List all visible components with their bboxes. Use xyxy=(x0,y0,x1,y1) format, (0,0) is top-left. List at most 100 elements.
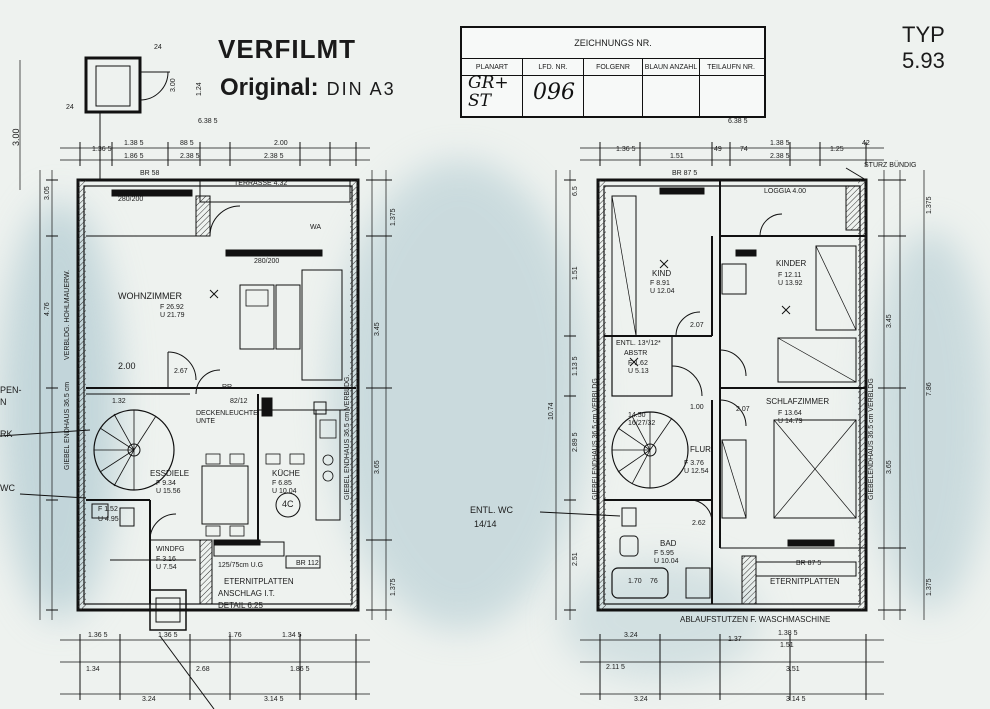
room-perimeter-wc: U 4.95 xyxy=(98,516,119,523)
label-right-wall-right: GIEBELENDHAUS 36.5 cm VERBLDG xyxy=(868,378,875,500)
room-name-flur: FLUR xyxy=(690,445,711,454)
dim-left-top-3: 2.00 xyxy=(274,140,288,147)
dim-right-bottom-5: 2.11 5 xyxy=(606,664,625,671)
dim-right-top-0: 6.38 5 xyxy=(728,118,748,125)
drawing-number-box: ZEICHNUNGS NR. PLANART LFD. NR. FOLGENR … xyxy=(460,26,766,118)
room-name-kueche: KÜCHE xyxy=(272,469,301,478)
upper-spiral-staircase xyxy=(611,411,689,489)
room-perimeter-flur: U 12.54 xyxy=(684,468,709,475)
dim-right-side-10: 6.5 xyxy=(572,186,579,196)
dim-left-bottom-8: 3.14 5 xyxy=(264,696,284,703)
dim-left-top-9: 3.00 xyxy=(170,78,177,92)
dim-right-bottom-3: 1.51 xyxy=(780,642,794,649)
label-wa: WA xyxy=(310,224,322,231)
dim-left-bottom-5: 2.68 xyxy=(196,666,210,673)
room-name-kind: KIND xyxy=(652,269,672,278)
room-perimeter-wohnzimmer: U 21.79 xyxy=(160,312,185,319)
dim-left-side-6: 1.375 xyxy=(390,208,397,226)
room-area-wohnzimmer: F 26.92 xyxy=(160,304,184,311)
dim-left-top-5: 1.86 5 xyxy=(124,153,144,160)
type-label: TYP 5.93 xyxy=(902,22,945,74)
column-teilaufn: TEILAUFN NR. xyxy=(707,63,755,71)
room-area-bad: F 5.95 xyxy=(654,550,674,557)
side-label-rk: RK xyxy=(0,429,13,439)
dim-left-bottom-6: 1.86 5 xyxy=(290,666,310,673)
room-name-schlafzimmer: SCHLAFZIMMER xyxy=(766,397,830,406)
room-perimeter-kueche: U 10.04 xyxy=(272,488,297,495)
label-stair-upper: 14.50 16/27/32 xyxy=(628,412,656,427)
room-area-wc: F 1.52 xyxy=(98,506,118,513)
room-area-essdiele: F 9.34 xyxy=(156,480,176,487)
dim-right-bottom-0: 3.24 xyxy=(624,632,638,639)
label-loggia: LOGGIA 4.00 xyxy=(764,188,807,195)
label-right-wall: GIEBEL ENDHAUS 36.5 cm VERBLDG. xyxy=(344,374,351,500)
dim-left-side-2: 2.67 xyxy=(174,368,188,375)
dim-right-side-9: 10.74 xyxy=(548,402,555,420)
room-area-windfang: F 3.16 xyxy=(156,556,176,563)
original-size: DIN A3 xyxy=(326,79,396,99)
room-perimeter-bad: U 10.04 xyxy=(654,558,679,565)
dim-left-top-6: 2.38 5 xyxy=(180,153,200,160)
room-perimeter-kind: U 12.04 xyxy=(650,288,675,295)
label-circle-marker: 4C xyxy=(282,499,294,509)
dim-right-top-7: 1.25 xyxy=(830,146,844,153)
ground-floor-plan xyxy=(0,56,392,709)
dim-right-top-3: 49 xyxy=(714,146,722,153)
label-br-top: BR 58 xyxy=(140,170,160,177)
lfd-nr-value: 096 xyxy=(533,80,575,105)
planart-value: GR+ ST xyxy=(468,73,509,111)
room-area-kind: F 8.91 xyxy=(650,280,670,287)
dim-right-side-1: 2.51 xyxy=(572,552,579,566)
label-m2: 82/12 xyxy=(230,398,248,405)
room-perimeter-schlafzimmer: U 14.79 xyxy=(778,418,803,425)
dim-left-bottom-4: 1.34 xyxy=(86,666,100,673)
dim-right-top-2: 1.51 xyxy=(670,153,684,160)
dim-left-side-1: 2.00 xyxy=(118,361,136,371)
label-sturz: STURZ BÜNDIG xyxy=(864,162,917,169)
type-label-line2: 5.93 xyxy=(902,48,945,73)
room-area-flur: F 3.76 xyxy=(684,460,704,467)
dim-right-top-5: 1.38 5 xyxy=(770,140,790,147)
room-perimeter-windfang: U 7.54 xyxy=(156,564,177,571)
dim-left-bottom-0: 1.36 5 xyxy=(88,632,108,639)
label-anschlag: ANSCHLAG I.T. xyxy=(218,589,275,598)
drawing-number-header: ZEICHNUNGS NR. xyxy=(462,28,764,59)
label-br-bottom-right: BR 87 5 xyxy=(796,560,822,567)
dim-left-side-7: 1.375 xyxy=(390,578,397,596)
filmed-stamp: VERFILMT xyxy=(218,34,356,64)
dim-right-bottom-6: 3.24 xyxy=(634,696,648,703)
dim-left-side-3: 1.32 xyxy=(112,398,126,405)
label-br-top-right: BR 87 5 xyxy=(672,170,698,177)
column-blaun-anzahl: BLAUN ANZAHL xyxy=(643,59,700,75)
dim-left-top-1: 1.38 5 xyxy=(124,140,144,147)
dim-left-bottom-3: 1.34 5 xyxy=(282,632,302,639)
label-entl-wc-size: 14/14 xyxy=(474,519,497,529)
original-label: Original: xyxy=(220,74,319,101)
room-perimeter-abstr: U 5.13 xyxy=(628,368,649,375)
label-dim-100: 1.00 xyxy=(690,404,704,411)
label-dim-207: 2.07 xyxy=(690,322,704,329)
column-lfd-nr: LFD. NR. xyxy=(523,59,584,75)
paper-stain xyxy=(870,230,990,610)
upper-floor-plan xyxy=(539,142,925,700)
room-area-kinder: F 12.11 xyxy=(778,272,802,279)
room-area-abstr: F 1.62 xyxy=(628,360,648,367)
label-terrasse: TERRASSE 4.32 xyxy=(234,180,288,187)
room-area-schlafzimmer: F 13.64 xyxy=(778,410,802,417)
dim-left-top-8: 24 xyxy=(154,44,162,51)
dim-left-side-8: 3.05 xyxy=(44,186,51,200)
label-rr: RR xyxy=(222,384,233,391)
dim-left-top-12: 3.00 xyxy=(11,128,21,146)
paper-stain xyxy=(330,160,590,630)
label-bath-dim: 1.70 xyxy=(628,578,642,585)
label-entl: ENTL. 13*/12* xyxy=(616,340,661,347)
label-bath-dim2: 76 xyxy=(650,578,658,585)
label-entl-wc: ENTL. WC xyxy=(470,505,514,515)
dim-left-bottom-2: 1.76 xyxy=(228,632,242,639)
room-perimeter-kinder: U 13.92 xyxy=(778,280,803,287)
label-eternit-right: ETERNITPLATTEN xyxy=(770,577,840,586)
room-name-windfang: WINDFG xyxy=(156,546,185,553)
label-left-wall: GIEBEL ENDHAUS 36.5 cm xyxy=(64,381,71,470)
dim-left-bottom-7: 3.24 xyxy=(142,696,156,703)
label-br-bottom: BR 112 xyxy=(296,560,319,567)
